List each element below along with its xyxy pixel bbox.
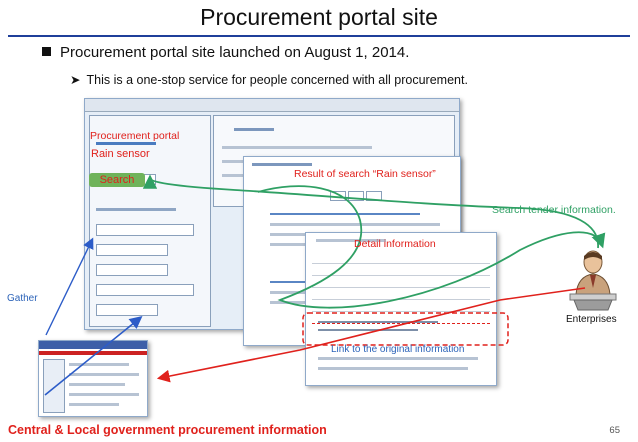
label-link-original: Link to the original information — [331, 344, 464, 355]
gather-arrow — [45, 318, 140, 395]
footer-caption: Central & Local government procurement i… — [8, 423, 327, 437]
label-search-tender: Search tender information. — [492, 204, 616, 216]
label-procurement-portal: Procurement portal — [90, 130, 179, 142]
search-button[interactable]: Search — [89, 173, 145, 187]
label-rain-sensor: Rain sensor — [91, 148, 150, 160]
label-enterprises: Enterprises — [566, 314, 617, 325]
gather-arrow-2 — [46, 240, 92, 335]
page-number: 65 — [609, 425, 620, 436]
label-detail-information: Detail information — [354, 238, 436, 250]
link-highlight-box — [303, 313, 508, 345]
label-result-of-search: Result of search “Rain sensor” — [294, 168, 436, 180]
original-link-arrow — [160, 288, 585, 378]
label-gather: Gather — [7, 293, 38, 304]
